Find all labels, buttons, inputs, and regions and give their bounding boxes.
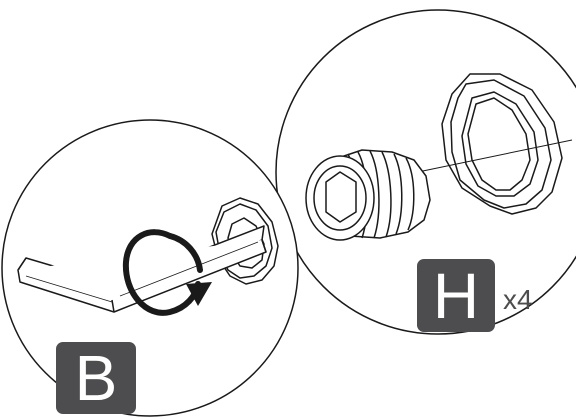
set-screw	[306, 150, 430, 240]
quantity-label: x4	[503, 284, 533, 316]
part-label-b: B	[56, 342, 136, 414]
part-label-h: H	[417, 259, 495, 332]
